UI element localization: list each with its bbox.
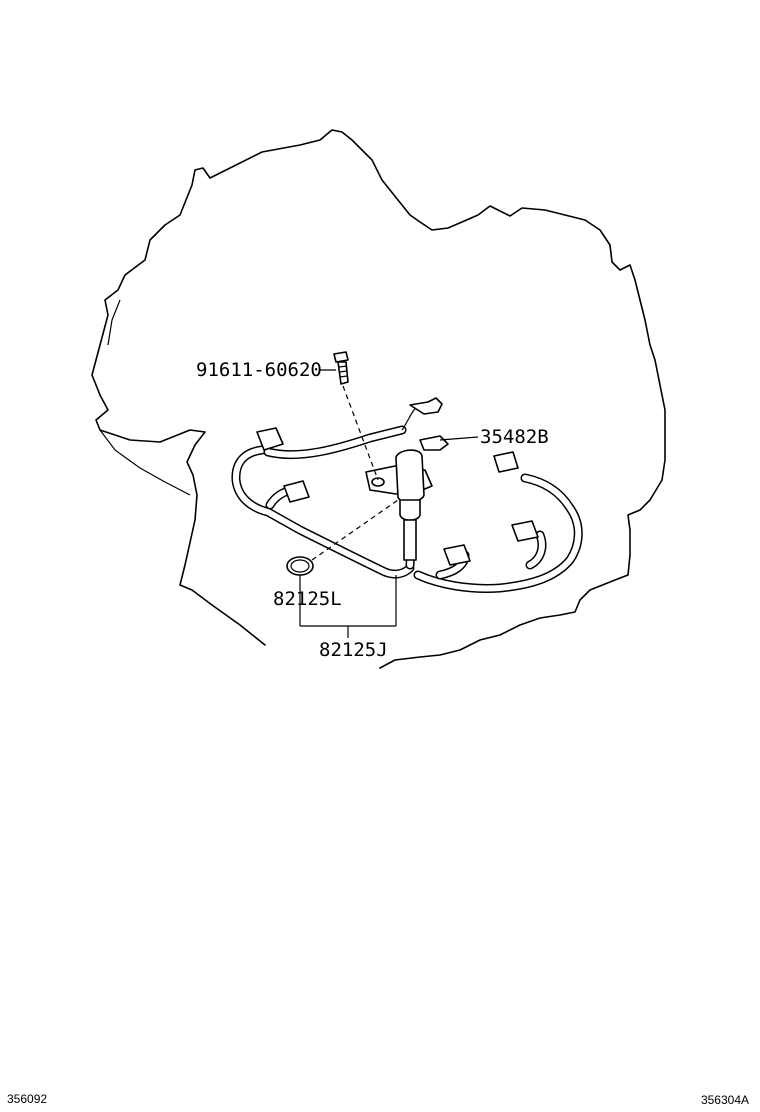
callout-o-ring: 82125L [273,588,342,610]
footer-right-code: 356304A [701,1093,749,1107]
o-ring-part [286,499,399,576]
footer-left-code: 356092 [7,1092,47,1106]
connector-plugs [256,427,539,566]
callout-clamp: 35482B [480,426,549,448]
bolt-part [333,351,379,481]
leader-lines [299,369,479,638]
transmission-case-outline [91,129,666,669]
callout-harness: 82125J [319,639,388,661]
clamp-part [409,397,449,451]
callout-bolt: 91611-60620 [196,359,322,381]
speed-sensor [365,449,433,561]
